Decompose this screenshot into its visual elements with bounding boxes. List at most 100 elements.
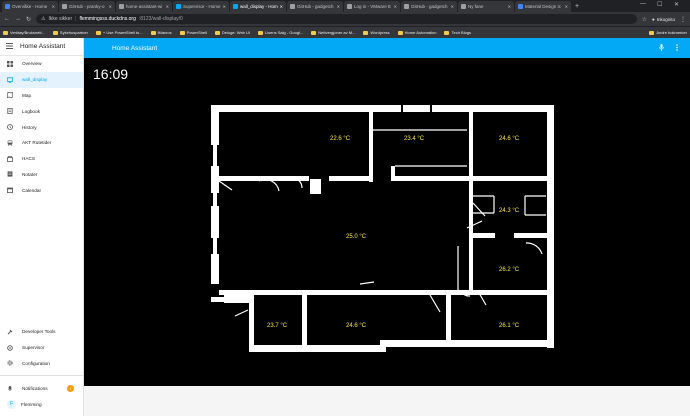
- browser-tab[interactable]: Ny fane✕: [458, 1, 514, 12]
- bookmark-item[interactable]: Lisens Salg - Googl...: [258, 30, 303, 35]
- temp-room-bottom-middle[interactable]: 24.6 °C: [346, 323, 367, 329]
- tab-close-icon[interactable]: ✕: [222, 4, 226, 9]
- bookmark-label: Sykehuspartner: [59, 30, 88, 35]
- maximize-icon[interactable]: ☐: [657, 2, 663, 8]
- hamburger-icon[interactable]: [6, 42, 13, 51]
- notifications-badge: 1: [67, 384, 74, 392]
- sidebar-item-configuration[interactable]: Configuration: [0, 356, 84, 372]
- address-bar: ← → ↻ ⚠ Ikke sikker | flemmingsss.duckdn…: [0, 12, 690, 26]
- hacs-icon: [7, 155, 13, 162]
- menu-icon[interactable]: ⋮: [680, 16, 686, 23]
- sidebar-item-label: AKT Rutetider: [22, 140, 52, 146]
- browser-tab[interactable]: Supervisor - Home✕: [173, 1, 229, 12]
- sidebar-item-history[interactable]: History: [0, 119, 83, 135]
- minimize-icon[interactable]: —: [640, 1, 646, 7]
- bookmark-item[interactable]: Verktøy/Bruksnett...: [3, 30, 45, 35]
- browser-tab[interactable]: Log in - VMware E✕: [344, 1, 400, 12]
- tab-close-icon[interactable]: ✕: [564, 4, 568, 9]
- sidebar-item-label: Notifications: [22, 385, 48, 391]
- microphone-icon[interactable]: [659, 44, 664, 53]
- bell-icon: [7, 385, 13, 392]
- temp-room-top-right[interactable]: 24.6 °C: [499, 136, 520, 142]
- page-footer-area: [84, 386, 690, 416]
- sidebar-item-notifications[interactable]: Notifications 1: [0, 380, 84, 396]
- tab-close-icon[interactable]: ✕: [165, 4, 169, 9]
- sidebar-item-label: Calendar: [22, 187, 42, 193]
- floorplan-details: [218, 129, 546, 317]
- tab-close-icon[interactable]: ✕: [393, 4, 397, 9]
- back-icon[interactable]: ←: [4, 16, 10, 22]
- sidebar-title: Home Assistant: [20, 43, 66, 50]
- browser-tab[interactable]: GitHub - gadgetch✕: [401, 1, 457, 12]
- new-tab-icon[interactable]: +: [575, 3, 580, 10]
- browser-tab[interactable]: Material Design Ic✕: [515, 1, 571, 12]
- browser-tab[interactable]: Overvåke - Home✕: [2, 1, 58, 12]
- sidebar-bottom: Developer Tools Supervisor Configuration…: [0, 324, 84, 412]
- bookmark-item[interactable]: + Use PowerShell to...: [95, 30, 143, 35]
- bookmark-item[interactable]: iMacros: [150, 30, 172, 35]
- floorplan-walls: [211, 105, 554, 352]
- tab-close-icon[interactable]: ✕: [51, 4, 55, 9]
- reload-icon[interactable]: ↻: [26, 16, 32, 23]
- temp-room-bottom-right[interactable]: 26.1 °C: [499, 323, 520, 329]
- url-field[interactable]: ⚠ Ikke sikker | flemmingsss.duckdns.org:…: [36, 14, 637, 24]
- sidebar-item-label: Flemming: [21, 401, 42, 407]
- bookmark-item[interactable]: Deluge: Web UI: [214, 30, 250, 35]
- tab-label: Log in - VMware E: [354, 4, 392, 9]
- bookmark-label: Lisens Salg - Googl...: [265, 30, 304, 35]
- sidebar-item-akt-rutetider[interactable]: AKT Rutetider: [0, 135, 83, 151]
- more-vert-icon[interactable]: [676, 44, 678, 53]
- bookmark-item[interactable]: PowerShell: [179, 30, 207, 35]
- tab-label: Supervisor - Home: [183, 4, 221, 9]
- tab-close-icon[interactable]: ✕: [450, 4, 454, 9]
- browser-tab[interactable]: GitHub - gadgetch✕: [287, 1, 343, 12]
- sidebar-item-notater[interactable]: Notater: [0, 167, 83, 183]
- browser-chrome: Overvåke - Home✕GitHub - pranky-o✕home-a…: [0, 0, 690, 38]
- sidebar-item-calendar[interactable]: Calendar: [0, 182, 83, 198]
- tab-label: home-assistant-wi: [126, 4, 163, 9]
- temp-room-bottom-left[interactable]: 23.7 °C: [267, 323, 288, 329]
- tab-label: wall_display - Hom: [240, 4, 278, 9]
- sidebar-item-logbook[interactable]: Logbook: [0, 103, 83, 119]
- sidebar-item-label: Developer Tools: [22, 329, 56, 335]
- other-bookmarks[interactable]: Andre bokmerker: [649, 30, 687, 35]
- sidebar-item-wall-display[interactable]: wall_display: [0, 71, 83, 88]
- sidebar-item-user[interactable]: F Flemming: [0, 396, 84, 412]
- browser-tab[interactable]: wall_display - Hom✕: [230, 1, 286, 12]
- tab-close-icon[interactable]: ✕: [279, 4, 283, 9]
- url-secure-label: Ikke sikker: [48, 16, 73, 22]
- bookmark-item[interactable]: Home Automation: [397, 30, 436, 35]
- incognito-profile[interactable]: ● Inkognito: [652, 17, 675, 22]
- temp-room-top-left[interactable]: 22.6 °C: [330, 136, 351, 142]
- folder-icon: [95, 30, 101, 35]
- tab-close-icon[interactable]: ✕: [507, 4, 511, 9]
- sidebar-item-supervisor[interactable]: Supervisor: [0, 340, 84, 356]
- bookmark-item[interactable]: Nettvergjoner av M...: [311, 30, 355, 35]
- page-title: Home Assistant: [112, 44, 158, 52]
- bookmark-item[interactable]: Tech Blogs: [444, 30, 471, 35]
- temp-room-living[interactable]: 25.0 °C: [346, 234, 367, 240]
- browser-tab[interactable]: GitHub - pranky-o✕: [59, 1, 115, 12]
- sidebar-item-hacs[interactable]: HACS: [0, 151, 83, 167]
- temp-room-top-middle[interactable]: 23.4 °C: [404, 136, 425, 142]
- tab-close-icon[interactable]: ✕: [336, 4, 340, 9]
- folder-icon: [258, 30, 264, 35]
- temp-room-right-lower[interactable]: 26.2 °C: [499, 267, 520, 273]
- sidebar-item-overview[interactable]: Overview: [0, 56, 83, 72]
- bookmark-item[interactable]: Sykehuspartner: [52, 30, 88, 35]
- close-window-icon[interactable]: ✕: [674, 2, 680, 8]
- url-path: :8123/wall-display/0: [138, 16, 183, 22]
- sidebar-item-developer-tools[interactable]: Developer Tools: [0, 324, 84, 340]
- temp-room-right-middle[interactable]: 24.3 °C: [499, 208, 520, 214]
- sidebar-item-map[interactable]: Map: [0, 88, 83, 104]
- sidebar-item-label: HACS: [22, 156, 36, 162]
- star-icon[interactable]: ☆: [641, 16, 648, 23]
- folder-icon: [150, 30, 156, 35]
- forward-icon[interactable]: →: [15, 16, 21, 22]
- tab-label: GitHub - gadgetch: [411, 4, 448, 9]
- bookmark-item[interactable]: Wordpress: [363, 30, 390, 35]
- folder-icon: [3, 30, 8, 35]
- browser-tab[interactable]: home-assistant-wi✕: [116, 1, 172, 12]
- tab-close-icon[interactable]: ✕: [108, 4, 112, 9]
